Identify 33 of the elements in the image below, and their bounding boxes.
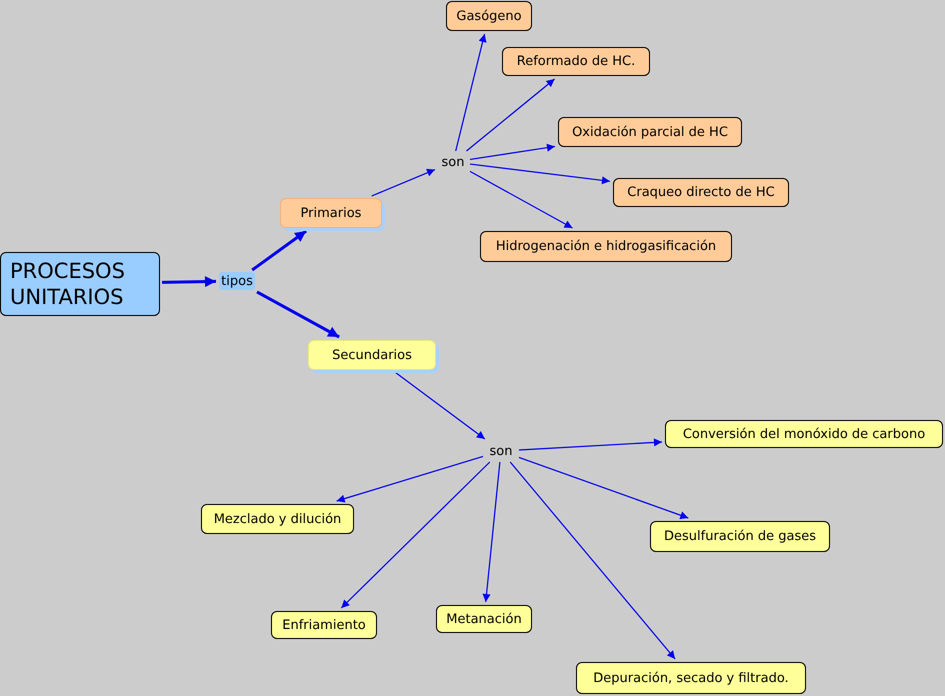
arrow (455, 34, 487, 152)
concept-box: Primarios (280, 198, 382, 228)
arrow (340, 462, 490, 608)
concept-box: Mezclado y dilución (201, 504, 354, 534)
concept-box: Metanación (436, 605, 532, 633)
concept-box: Gasógeno (446, 1, 532, 31)
concept-box: Enfriamiento (271, 611, 377, 639)
arrow (470, 164, 610, 184)
arrow (470, 144, 556, 160)
linking-phrase: son (485, 442, 517, 460)
concept-box: Secundarios (308, 340, 436, 370)
arrow (336, 456, 484, 502)
arrow (251, 230, 307, 272)
arrow (394, 372, 486, 440)
concept-box: Oxidación parcial de HC (558, 117, 742, 147)
arrow (518, 438, 662, 451)
arrow (510, 462, 676, 660)
concept-box: Craqueo directo de HC (613, 178, 789, 207)
arrow (470, 170, 573, 229)
concept-box: Desulfuración de gases (650, 521, 830, 552)
arrow (256, 290, 340, 338)
arrow (371, 168, 436, 197)
concept-box: Hidrogenación e hidrogasificación (480, 231, 732, 262)
arrow (482, 462, 500, 602)
linking-phrase: son (438, 153, 468, 171)
concept-box: PROCESOS UNITARIOS (0, 252, 160, 316)
concept-box: Depuración, secado y filtrado. (576, 662, 806, 694)
linking-phrase: tipos (219, 272, 255, 290)
concept-box: Conversión del monóxido de carbono (665, 420, 943, 448)
concept-box: Reformado de HC. (502, 47, 650, 76)
arrow (162, 276, 216, 288)
arrow (466, 78, 555, 152)
arrow (518, 456, 688, 520)
